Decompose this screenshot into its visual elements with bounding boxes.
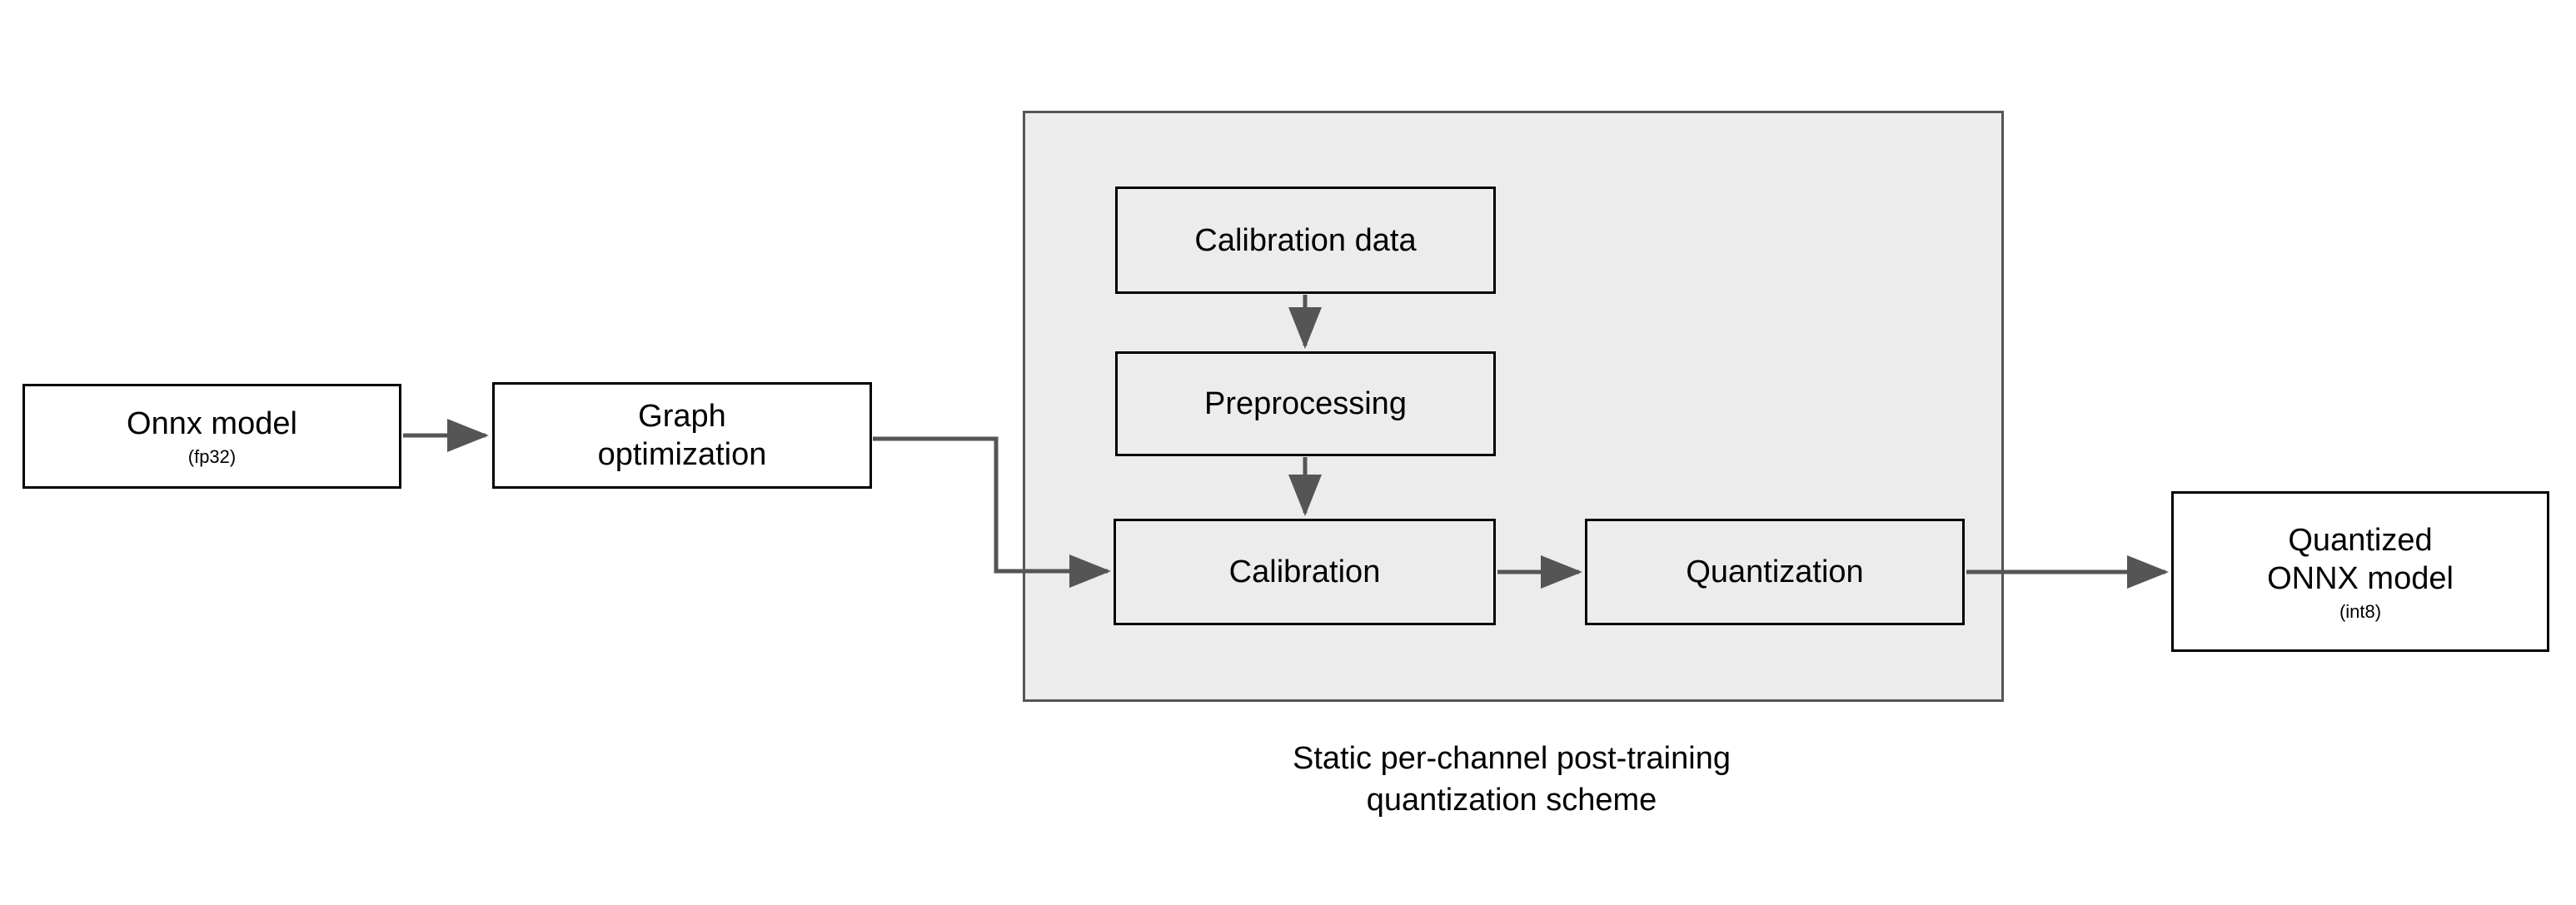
- node-calibration-data[interactable]: Calibration data: [1115, 186, 1496, 294]
- node-quantized-onnx-model-sublabel: (int8): [2339, 600, 2382, 622]
- node-calibration[interactable]: Calibration: [1114, 519, 1496, 625]
- quantization-scheme-caption: Static per-channel post-training quantiz…: [1293, 741, 1731, 818]
- node-quantization-label: Quantization: [1686, 554, 1864, 589]
- node-quantized-onnx-model[interactable]: Quantized ONNX model (int8): [2171, 491, 2549, 652]
- node-calibration-data-label: Calibration data: [1194, 222, 1417, 258]
- node-calibration-label: Calibration: [1228, 554, 1381, 589]
- node-preprocessing-label: Preprocessing: [1204, 386, 1407, 421]
- node-onnx-model[interactable]: Onnx model (fp32): [22, 384, 401, 489]
- node-graph-optimization[interactable]: Graph optimization: [492, 382, 872, 489]
- node-onnx-model-label: Onnx model: [127, 406, 297, 441]
- node-onnx-model-sublabel: (fp32): [187, 446, 237, 467]
- node-quantization[interactable]: Quantization: [1585, 519, 1965, 625]
- node-quantized-onnx-model-label: Quantized ONNX model: [2267, 522, 2454, 596]
- node-preprocessing[interactable]: Preprocessing: [1115, 351, 1496, 456]
- node-graph-optimization-label: Graph optimization: [597, 399, 767, 472]
